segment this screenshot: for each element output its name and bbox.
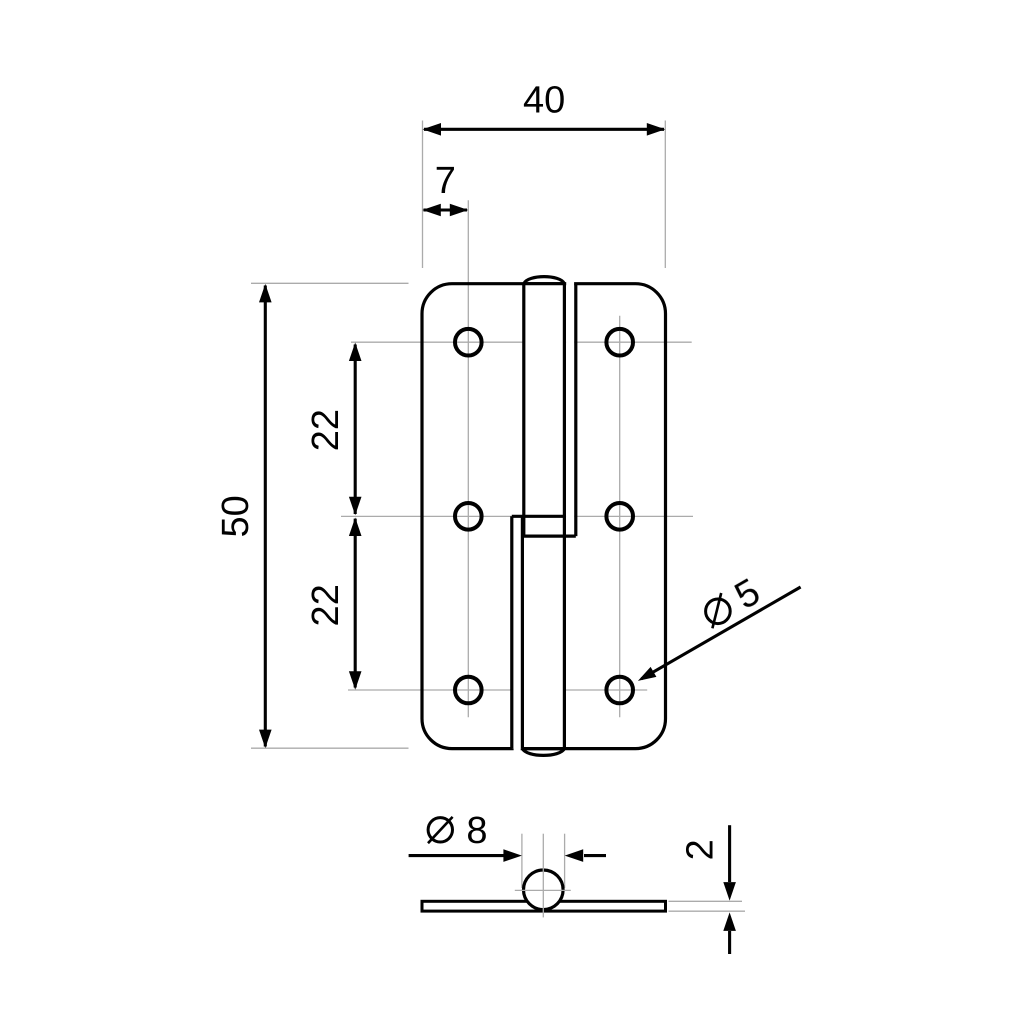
svg-text:40: 40 (523, 80, 565, 122)
svg-text:22: 22 (305, 584, 347, 626)
svg-text:8: 8 (466, 810, 487, 852)
svg-text:50: 50 (215, 495, 257, 537)
svg-text:2: 2 (679, 839, 721, 860)
svg-text:7: 7 (435, 160, 456, 202)
svg-text:22: 22 (305, 409, 347, 451)
